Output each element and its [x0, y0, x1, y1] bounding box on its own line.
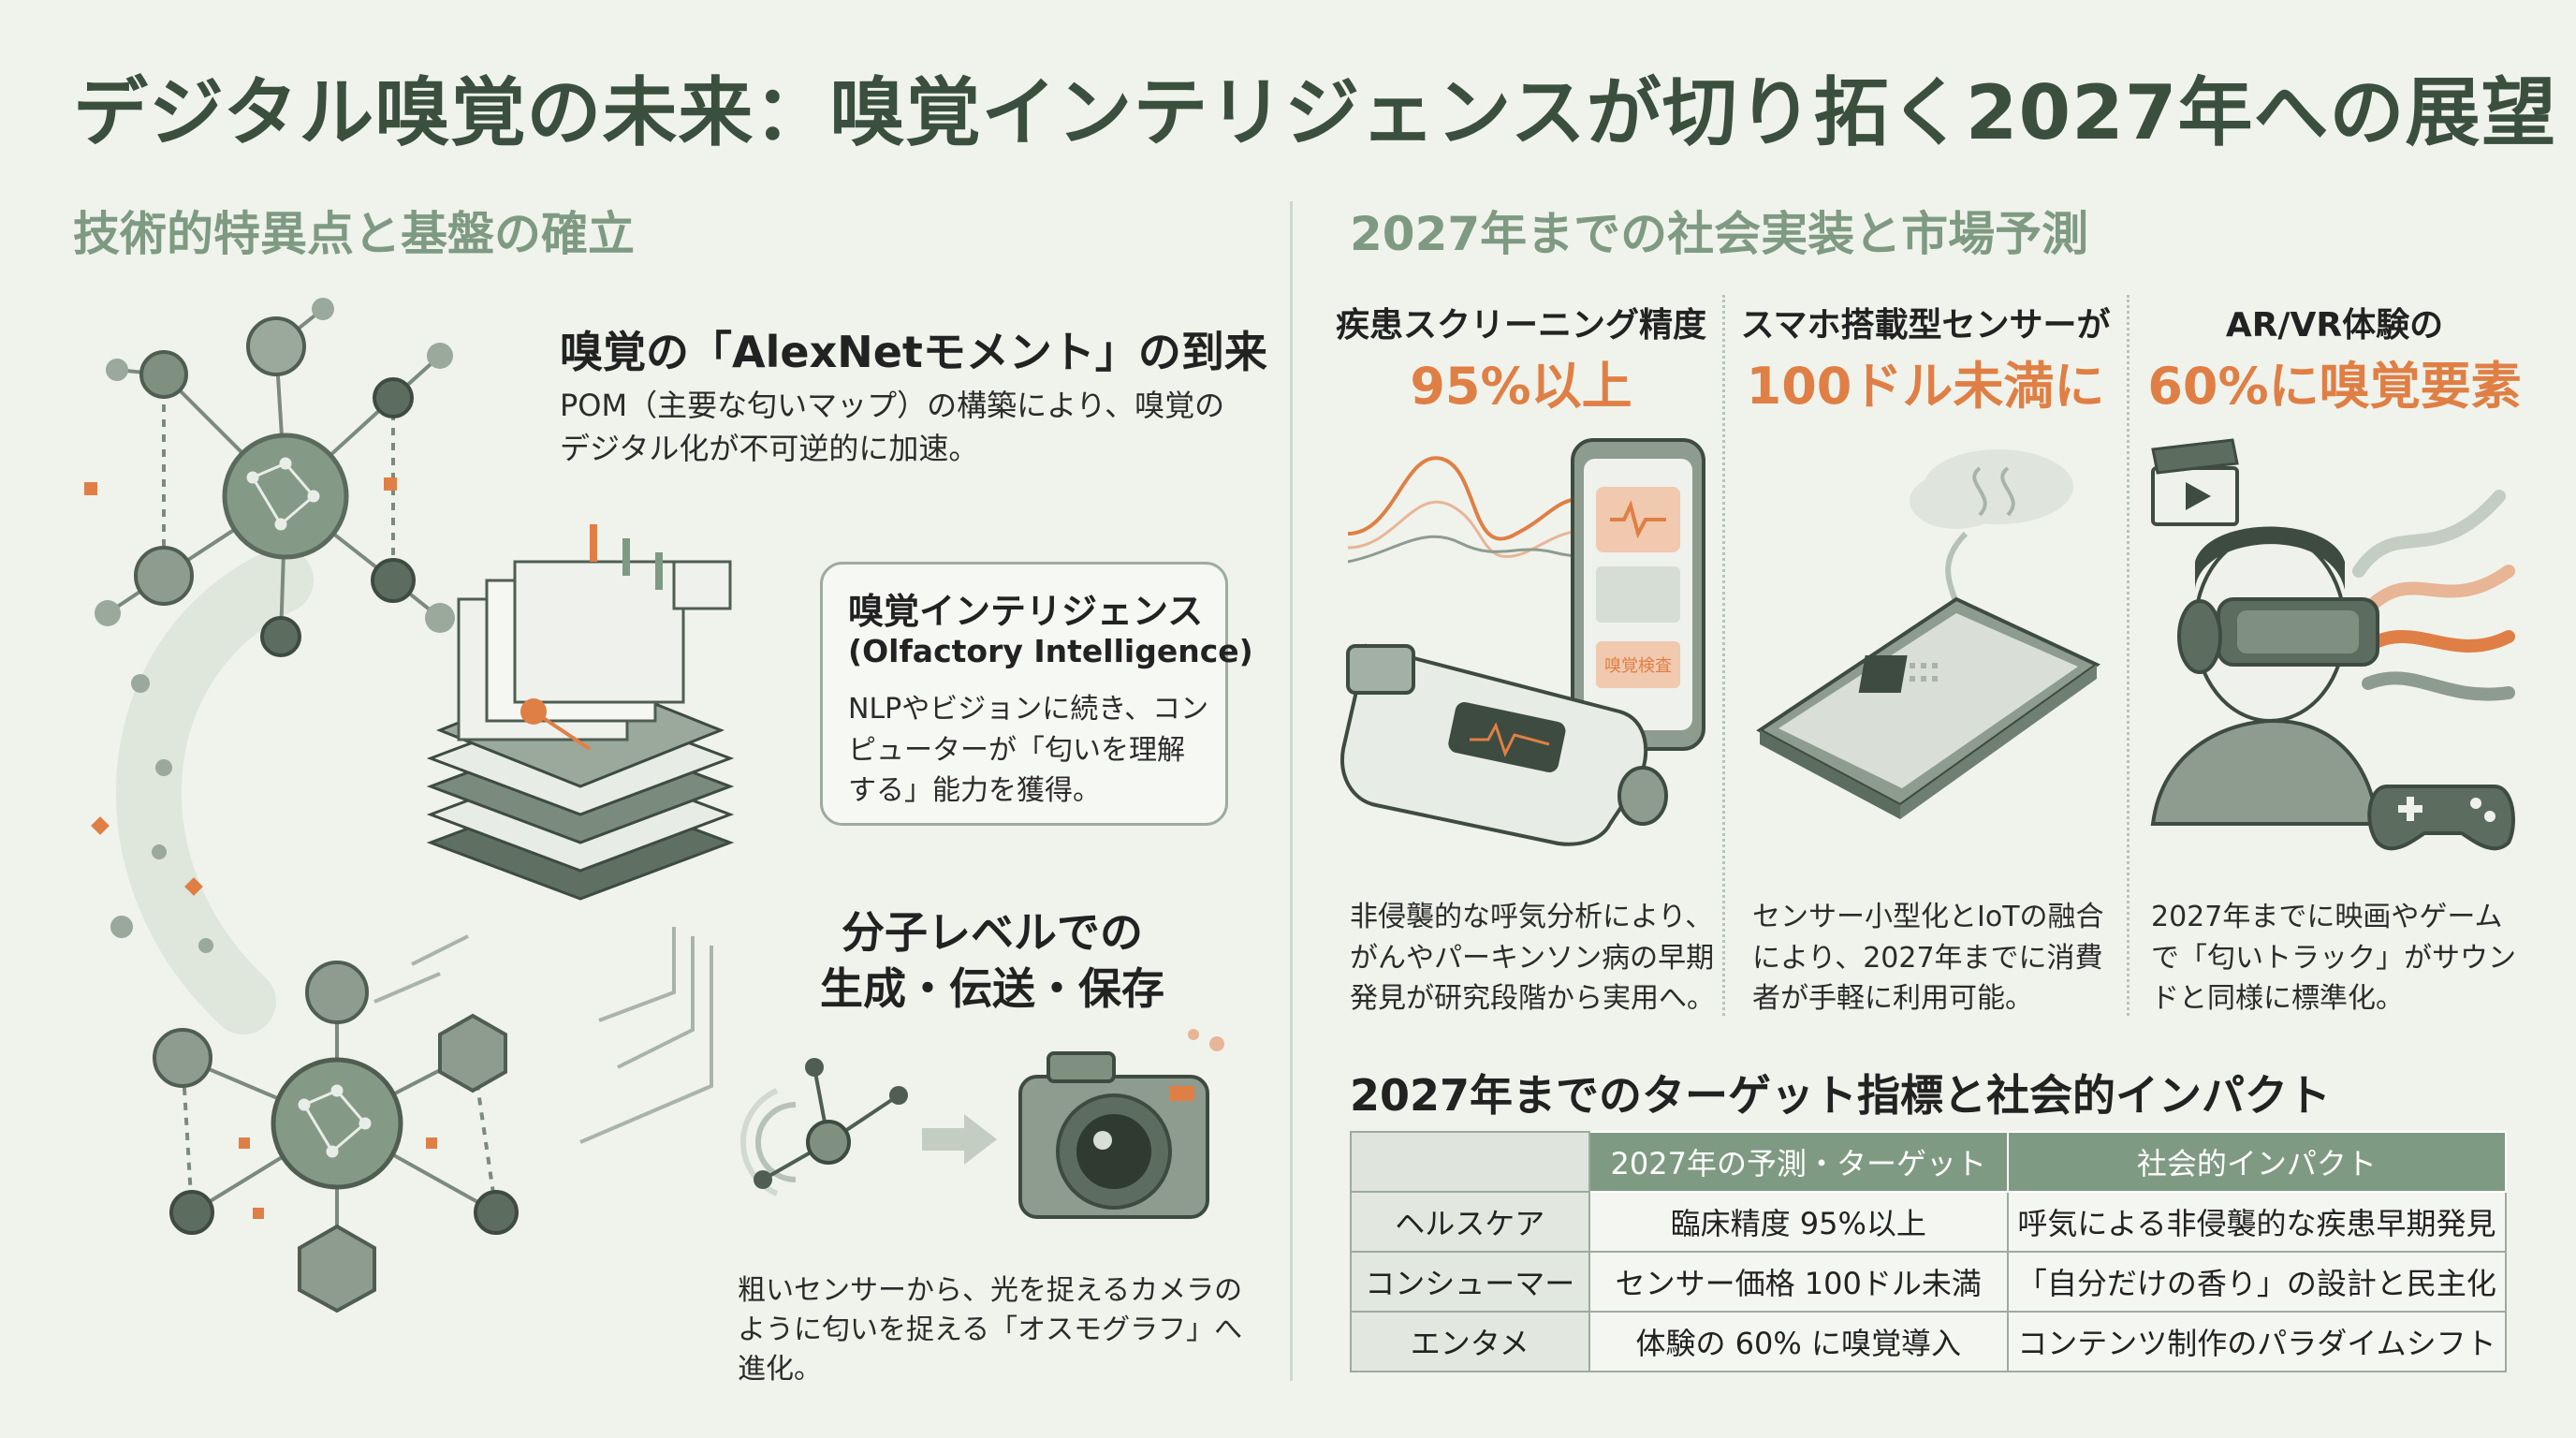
smartphone-icon: 嗅覚検査 — [1571, 438, 1705, 751]
page-title: デジタル嗅覚の未来：嗅覚インテリジェンスが切り拓く2027年への展望 — [73, 69, 2557, 156]
screening-desc-line: 非侵襲的な呼気分析により、 — [1350, 901, 1714, 933]
table-row: ヘルスケア 臨床精度 95%以上 呼気による非侵襲的な疾患早期発見 — [1350, 1191, 2508, 1253]
column-divider — [1722, 295, 1725, 1016]
intelligence-heading: 嗅覚インテリジェンス — [848, 591, 1204, 632]
intelligence-subheading: (Olfactory Intelligence) — [848, 633, 1253, 669]
table-row: エンタメ 体験の 60% に嗅覚導入 コンテンツ制作のパラダイムシフト — [1350, 1311, 2508, 1372]
sensor-desc-line: 者が手軽に利用可能。 — [1752, 982, 2033, 1015]
gamepad-icon — [2367, 785, 2515, 851]
screening-heading: 疾患スクリーニング精度 — [1335, 306, 1706, 345]
vr-headset-illustration — [2150, 438, 2515, 851]
left-illustrations — [84, 298, 1224, 1313]
table-cell: センサー価格 100ドル未満 — [1588, 1251, 2009, 1313]
table-row-header: ヘルスケア — [1350, 1191, 1590, 1253]
table-header-cell: 2027年の予測・ターゲット — [1588, 1131, 2009, 1193]
screening-desc-line: がんやパーキンソン病の早期 — [1350, 941, 1715, 975]
intelligence-body-line: NLPやビジョンに続き、コン — [848, 693, 1209, 726]
screening-desc-line: 発見が研究段階から実用へ。 — [1350, 982, 1715, 1015]
waveform-shape — [1347, 456, 1602, 541]
alexnet-body-line: デジタル化が不可逆的に加速。 — [560, 431, 979, 467]
table-header-cell: 社会的インパクト — [2006, 1131, 2508, 1193]
smartphone-icon — [1756, 596, 2100, 819]
sensor-node-icon — [739, 1058, 908, 1196]
arvr-heading: AR/VR体験の — [2225, 306, 2444, 345]
molecular-heading-line1: 分子レベルでの — [842, 907, 1143, 958]
sensor-desc-line: センサー小型化とIoTの融合 — [1752, 901, 2104, 933]
breath-analyzer-icon — [1340, 643, 1668, 846]
intelligence-body-line: する」能力を獲得。 — [848, 774, 1101, 807]
molecular-body-line: 粗いセンサーから、光を捉えるカメラの — [738, 1274, 1243, 1307]
central-molecule-node — [222, 433, 349, 560]
table-header-row: 2027年の予測・ターゲット 社会的インパクト — [1350, 1131, 2508, 1193]
phone-screen-label: 嗅覚検査 — [1604, 656, 1672, 676]
molecular-heading-line2: 生成・伝送・保存 — [820, 963, 1164, 1014]
scent-waves-shape — [2352, 490, 2515, 701]
table-cell: 臨床精度 95%以上 — [1588, 1191, 2009, 1253]
smartphone-sensor-illustration — [1756, 449, 2100, 819]
alexnet-body-line: POM（主要な匂いマップ）の構築により、嗅覚の — [560, 388, 1225, 423]
molecular-body-line: 進化。 — [738, 1353, 822, 1386]
kpi-table: 2027年の予測・ターゲット 社会的インパクト ヘルスケア 臨床精度 95%以上… — [1350, 1131, 2508, 1372]
table-cell: コンテンツ制作のパラダイムシフト — [2006, 1311, 2508, 1372]
camera-icon — [1018, 1029, 1224, 1219]
section-divider — [1290, 201, 1293, 1381]
screening-value: 95%以上 — [1410, 357, 1632, 416]
arvr-value: 60%に嗅覚要素 — [2147, 357, 2522, 416]
sensor-desc-line: により、2027年までに消費 — [1752, 941, 2103, 975]
right-section-title: 2027年までの社会実装と市場予測 — [1350, 207, 2089, 261]
arvr-desc-line: ドと同様に標準化。 — [2151, 982, 2404, 1015]
table-header-cell — [1350, 1131, 1590, 1193]
scent-cloud-icon — [1910, 449, 2073, 649]
left-section-title: 技術的特異点と基盤の確立 — [73, 207, 635, 261]
table-cell: 体験の 60% に嗅覚導入 — [1588, 1311, 2009, 1372]
sensor-value: 100ドル未満に — [1746, 357, 2105, 416]
molecular-body-line: ように匂いを捉える「オスモグラフ」へ — [738, 1313, 1243, 1346]
arrow-right-icon — [922, 1114, 997, 1165]
olfactory-intelligence-card — [820, 562, 1228, 826]
sensor-heading: スマホ搭載型センサーが — [1740, 306, 2111, 345]
sensor-description: センサー小型化とIoTの融合 により、2027年までに消費 者が手軽に利用可能。 — [1752, 897, 2127, 1020]
table-row: コンシューマー センサー価格 100ドル未満 「自分だけの香り」の設計と民主化 — [1350, 1251, 2508, 1313]
breath-analyzer-illustration: 嗅覚検査 — [1340, 438, 1705, 846]
alexnet-description: POM（主要な匂いマップ）の構築により、嗅覚の デジタル化が不可逆的に加速。 — [560, 384, 1234, 471]
film-clapper-icon — [2151, 438, 2239, 526]
molecular-description: 粗いセンサーから、光を捉えるカメラの ように匂いを捉える「オスモグラフ」へ 進化… — [738, 1271, 1262, 1389]
intelligence-description: NLPやビジョンに続き、コン ピューターが「匂いを理解 する」能力を獲得。 — [848, 689, 1213, 812]
column-divider — [2127, 295, 2130, 1016]
table-title: 2027年までのターゲット指標と社会的インパクト — [1350, 1070, 2332, 1121]
arvr-desc-line: で「匂いトラック」がサウン — [2151, 941, 2516, 975]
screening-description: 非侵襲的な呼気分析により、 がんやパーキンソン病の早期 発見が研究段階から実用へ… — [1350, 897, 1724, 1020]
alexnet-heading: 嗅覚の「AlexNetモメント」の到来 — [560, 327, 1267, 377]
data-layers-icon — [426, 524, 735, 901]
arvr-desc-line: 2027年までに映画やゲーム — [2151, 901, 2503, 933]
flow-arc-shape — [116, 548, 314, 1034]
table-cell: 「自分だけの香り」の設計と民主化 — [2006, 1251, 2508, 1313]
arvr-description: 2027年までに映画やゲーム で「匂いトラック」がサウン ドと同様に標準化。 — [2151, 897, 2525, 1020]
table-row-header: エンタメ — [1350, 1311, 1590, 1372]
intelligence-body-line: ピューターが「匂いを理解 — [848, 733, 1185, 767]
table-cell: 呼気による非侵襲的な疾患早期発見 — [2006, 1191, 2508, 1253]
person-with-vr-icon — [2150, 526, 2380, 826]
table-row-header: コンシューマー — [1350, 1251, 1590, 1313]
